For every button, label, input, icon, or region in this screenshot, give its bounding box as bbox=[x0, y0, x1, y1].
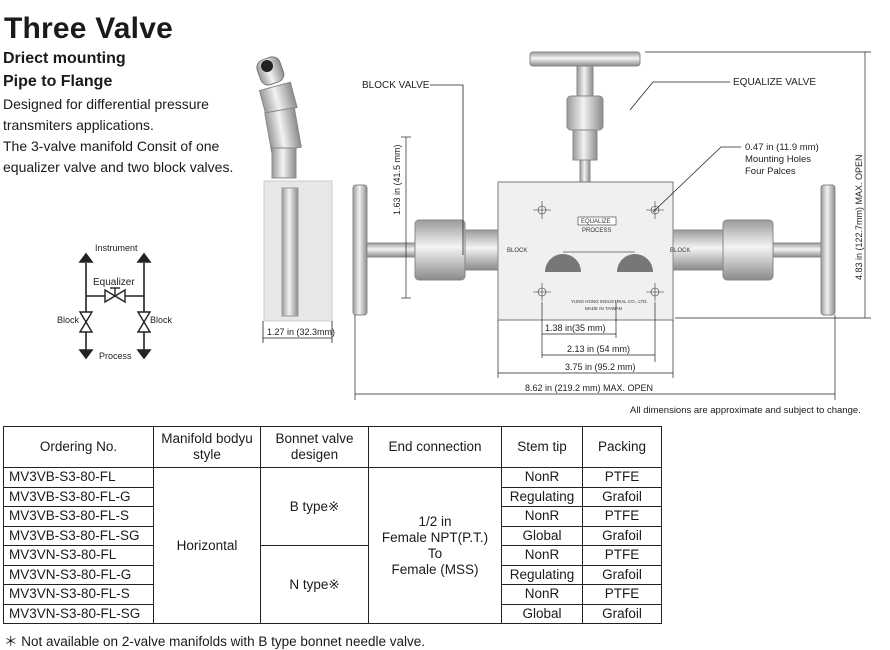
stem-tip-cell: NonR bbox=[501, 506, 583, 527]
schematic-equalizer-valve-icon bbox=[104, 287, 126, 304]
dim-max-open-v-label: 4.83 in (122.7mm) MAX. OPEN bbox=[854, 154, 864, 280]
stem-tip-cell: Regulating bbox=[501, 486, 583, 507]
process-port-right bbox=[617, 254, 653, 272]
body-block-left-label: BLOCK bbox=[507, 248, 527, 254]
header-bonnet-design: Bonnet valve desigen bbox=[260, 426, 369, 468]
header-body-style: Manifold bodyu style bbox=[153, 426, 261, 468]
mounting-places-label: Four Palces bbox=[745, 166, 796, 177]
header-ordering-no: Ordering No. bbox=[3, 426, 154, 468]
ordering-code: MV3VN-S3-80-FL-G bbox=[3, 564, 154, 585]
packing-cell: PTFE bbox=[582, 545, 662, 566]
packing-cell: Grafoil bbox=[582, 486, 662, 507]
table-header-row: Ordering No. Manifold bodyu style Bonnet… bbox=[3, 426, 662, 468]
description-application: Designed for differential pressure trans… bbox=[3, 96, 209, 133]
stem-tip-cell: NonR bbox=[501, 545, 583, 566]
table-row: MV3VB-S3-80-FL-S NonR PTFE bbox=[3, 506, 662, 527]
body-style-cell: Horizontal bbox=[153, 467, 261, 624]
body-process-label: PROCESS bbox=[582, 228, 611, 234]
ordering-code: MV3VB-S3-80-FL bbox=[3, 467, 154, 488]
valve-schematic: Instrument Equalizer Block Block Process bbox=[57, 243, 173, 361]
end-connection-line: 1/2 in bbox=[418, 513, 452, 529]
schematic-block-valve-icon bbox=[78, 311, 152, 333]
stem-tip-cell: Global bbox=[501, 525, 583, 546]
table-row: MV3VN-S3-80-FL N type※ NonR PTFE bbox=[3, 545, 662, 624]
dim-height-label: 1.63 in (41.5 mm) bbox=[392, 144, 402, 215]
page-title: Three Valve bbox=[4, 12, 173, 45]
bonnet-b-cell: B type※ bbox=[260, 467, 369, 546]
ordering-code: MV3VN-S3-80-FL bbox=[3, 545, 154, 566]
dim-213-label: 2.13 in (54 mm) bbox=[567, 344, 630, 354]
schematic-process-label: Process bbox=[99, 351, 132, 361]
end-connection-line: To bbox=[427, 545, 443, 561]
mounting-size-label: 0.47 in (11.9 mm) bbox=[745, 142, 819, 153]
description-construction: The 3-valve manifold Consit of one equal… bbox=[3, 138, 234, 175]
packing-cell: Grafoil bbox=[582, 525, 662, 546]
packing-cell: Grafoil bbox=[582, 603, 662, 624]
schematic-block-left-label: Block bbox=[57, 315, 80, 325]
dimension-note: All dimensions are approximate and subje… bbox=[630, 405, 861, 416]
body-made-label: MADE IN TAIWAN bbox=[585, 306, 622, 311]
header-stem-tip: Stem tip bbox=[501, 426, 583, 468]
packing-cell: PTFE bbox=[582, 467, 662, 488]
side-view-dimension-line bbox=[262, 321, 333, 343]
subtitle-mounting: Driect mounting bbox=[3, 50, 126, 67]
stem-tip-cell: Global bbox=[501, 603, 583, 624]
dim-862-label: 8.62 in (219.2 mm) MAX. OPEN bbox=[525, 383, 653, 393]
ordering-table: Ordering No. Manifold bodyu style Bonnet… bbox=[3, 426, 662, 624]
stem-tip-cell: NonR bbox=[501, 467, 583, 488]
ordering-code: MV3VN-S3-80-FL-S bbox=[3, 584, 154, 605]
table-row: MV3VN-S3-80-FL-G Regulating Grafoil bbox=[3, 564, 662, 585]
side-view-valve-handle-icon bbox=[256, 56, 302, 179]
ordering-code: MV3VB-S3-80-FL-SG bbox=[3, 525, 154, 546]
end-connection-line: Female NPT(P.T.) bbox=[381, 529, 489, 545]
bonnet-n-cell: N type※ bbox=[260, 545, 369, 624]
table-row: MV3VN-S3-80-FL-S NonR PTFE bbox=[3, 584, 662, 605]
stem-tip-cell: NonR bbox=[501, 584, 583, 605]
table-row: MV3VN-S3-80-FL-SG Global Grafoil bbox=[3, 603, 662, 624]
table-row: MV3VB-S3-80-FL Horizontal B type※ 1/2 in… bbox=[3, 467, 662, 624]
schematic-lines bbox=[78, 252, 152, 360]
block-valve-right-icon bbox=[672, 184, 836, 316]
subtitle-connection: Pipe to Flange bbox=[3, 73, 113, 90]
end-connection-cell: 1/2 in Female NPT(P.T.) To Female (MSS) bbox=[368, 467, 502, 624]
block-valve-left-icon bbox=[352, 184, 499, 316]
schematic-block-right-label: Block bbox=[150, 315, 173, 325]
dim-side-width-label: 1.27 in (32.3mm) bbox=[267, 327, 335, 337]
header-packing: Packing bbox=[582, 426, 662, 468]
process-port-left bbox=[545, 254, 581, 272]
body-maker-label: YUNG HONG INDUSTRIAL CO., LTD. bbox=[571, 299, 648, 304]
schematic-instrument-label: Instrument bbox=[95, 243, 138, 253]
ordering-code: MV3VB-S3-80-FL-S bbox=[3, 506, 154, 527]
block-valve-label: BLOCK VALVE bbox=[362, 80, 430, 91]
packing-cell: PTFE bbox=[582, 506, 662, 527]
packing-cell: Grafoil bbox=[582, 564, 662, 585]
side-view-stem bbox=[281, 187, 299, 317]
footnote: ＊ Not available on 2-valve manifolds wit… bbox=[4, 634, 425, 649]
dim-375-label: 3.75 in (95.2 mm) bbox=[565, 362, 636, 372]
dim-height-lines bbox=[401, 136, 411, 299]
header-end-connection: End connection bbox=[368, 426, 502, 468]
body-equalize-label: EQUALIZE bbox=[581, 219, 611, 225]
stem-tip-cell: Regulating bbox=[501, 564, 583, 585]
ordering-code: MV3VN-S3-80-FL-SG bbox=[3, 603, 154, 624]
side-view-drawing: 1.27 in (32.3mm) bbox=[256, 56, 335, 343]
table-row: MV3VB-S3-80-FL-SG Global Grafoil bbox=[3, 525, 662, 546]
ordering-code: MV3VB-S3-80-FL-G bbox=[3, 486, 154, 507]
body-block-right-label: BLOCK bbox=[670, 248, 690, 254]
dim-horizontal-lines bbox=[354, 302, 836, 400]
mounting-holes-label: Mounting Holes bbox=[745, 154, 811, 165]
dim-138-label: 1.38 in(35 mm) bbox=[545, 323, 606, 333]
schematic-equalizer-label: Equalizer bbox=[93, 277, 135, 288]
end-connection-line: Female (MSS) bbox=[391, 561, 479, 577]
equalize-valve-label: EQUALIZE VALVE bbox=[733, 77, 816, 88]
front-view-drawing: EQUALIZE PROCESS BLOCK BLOCK YUNG HONG I… bbox=[352, 51, 871, 400]
packing-cell: PTFE bbox=[582, 584, 662, 605]
equalize-valve-icon bbox=[529, 51, 641, 183]
dim-max-open-v-lines bbox=[645, 51, 871, 319]
